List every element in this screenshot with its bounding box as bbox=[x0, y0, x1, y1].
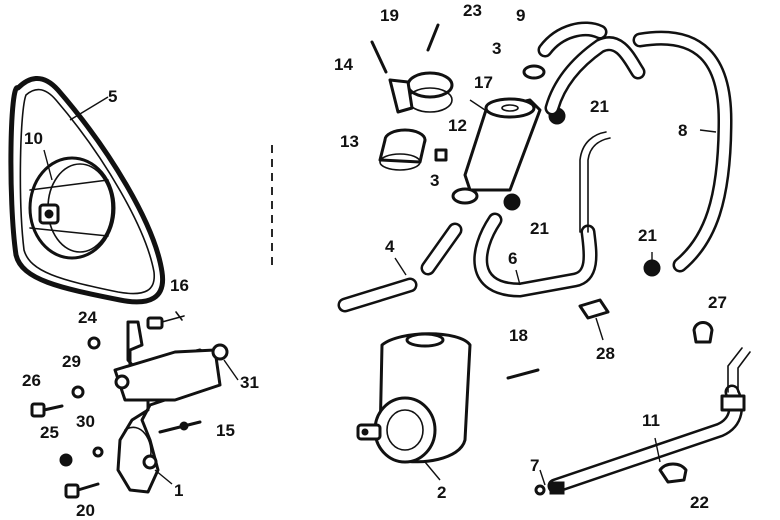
bolt-20-part bbox=[64, 482, 100, 499]
hose-9-part bbox=[537, 21, 646, 116]
clamp-21-mid-part bbox=[503, 193, 521, 211]
drive-belt-part bbox=[8, 76, 166, 305]
callout-7: 7 bbox=[530, 456, 540, 475]
callout-28: 28 bbox=[596, 344, 615, 363]
callout-5: 5 bbox=[108, 87, 118, 106]
callout-27: 27 bbox=[708, 293, 727, 312]
screw-23-part bbox=[426, 23, 440, 52]
callout-9: 9 bbox=[516, 6, 526, 25]
mounting-bracket-part bbox=[113, 320, 222, 494]
pulley-part bbox=[28, 156, 116, 260]
callout-2: 2 bbox=[437, 483, 447, 502]
washer-24-part bbox=[87, 336, 101, 350]
callout-14: 14 bbox=[334, 55, 353, 74]
hose-6-part bbox=[473, 131, 611, 298]
callout-13: 13 bbox=[340, 132, 359, 151]
callout-20: 20 bbox=[76, 501, 95, 520]
callout-16: 16 bbox=[170, 276, 189, 295]
callout-3-lower: 3 bbox=[430, 171, 440, 190]
spacer-31-part bbox=[211, 343, 229, 361]
callout-3-upper: 3 bbox=[492, 39, 502, 58]
clamp-3-lower-part bbox=[451, 187, 479, 205]
callout-10: 10 bbox=[24, 129, 43, 148]
bracket-28-part bbox=[578, 298, 610, 320]
filter-canister-part bbox=[463, 97, 542, 192]
callout-21-mid: 21 bbox=[530, 219, 549, 238]
callout-4: 4 bbox=[385, 237, 395, 256]
clamp-3-upper-part bbox=[522, 64, 546, 80]
stud-18-part bbox=[506, 368, 540, 380]
callout-17: 17 bbox=[474, 73, 493, 92]
callout-22: 22 bbox=[690, 493, 709, 512]
callout-1: 1 bbox=[174, 481, 184, 500]
washer-29-part bbox=[71, 385, 85, 399]
screw-14-part bbox=[370, 40, 388, 74]
stud-15-part bbox=[158, 420, 202, 434]
callout-24: 24 bbox=[78, 308, 97, 327]
hose-4-part bbox=[337, 222, 463, 313]
callout-30: 30 bbox=[76, 412, 95, 431]
callout-19: 19 bbox=[380, 6, 399, 25]
callout-31: 31 bbox=[240, 373, 259, 392]
fitting-7-part bbox=[534, 481, 565, 496]
callout-29: 29 bbox=[62, 352, 81, 371]
callout-23: 23 bbox=[463, 1, 482, 20]
callout-26: 26 bbox=[22, 371, 41, 390]
callout-12: 12 bbox=[448, 116, 467, 135]
sleeve-13-part bbox=[378, 128, 427, 171]
callout-8: 8 bbox=[678, 121, 688, 140]
bolt-26-part bbox=[30, 402, 64, 418]
clamp-22-part bbox=[658, 462, 688, 484]
bolt-16-part bbox=[146, 311, 185, 330]
callout-6: 6 bbox=[508, 249, 518, 268]
hose-8-part bbox=[632, 30, 733, 273]
line-11-part bbox=[547, 347, 751, 494]
callout-25: 25 bbox=[40, 423, 59, 442]
callout-21-right: 21 bbox=[638, 226, 657, 245]
clamp-27-part bbox=[692, 321, 714, 344]
callout-11: 11 bbox=[642, 411, 660, 430]
callout-18: 18 bbox=[509, 326, 528, 345]
leader-lines bbox=[43, 96, 717, 486]
clamp-19-part bbox=[388, 71, 454, 114]
callout-15: 15 bbox=[216, 421, 235, 440]
steering-pump-part bbox=[356, 332, 472, 464]
washer-30-part bbox=[92, 446, 104, 458]
nut-12-part bbox=[434, 148, 448, 162]
nut-25-part bbox=[59, 453, 73, 467]
callout-21-top: 21 bbox=[590, 97, 609, 116]
